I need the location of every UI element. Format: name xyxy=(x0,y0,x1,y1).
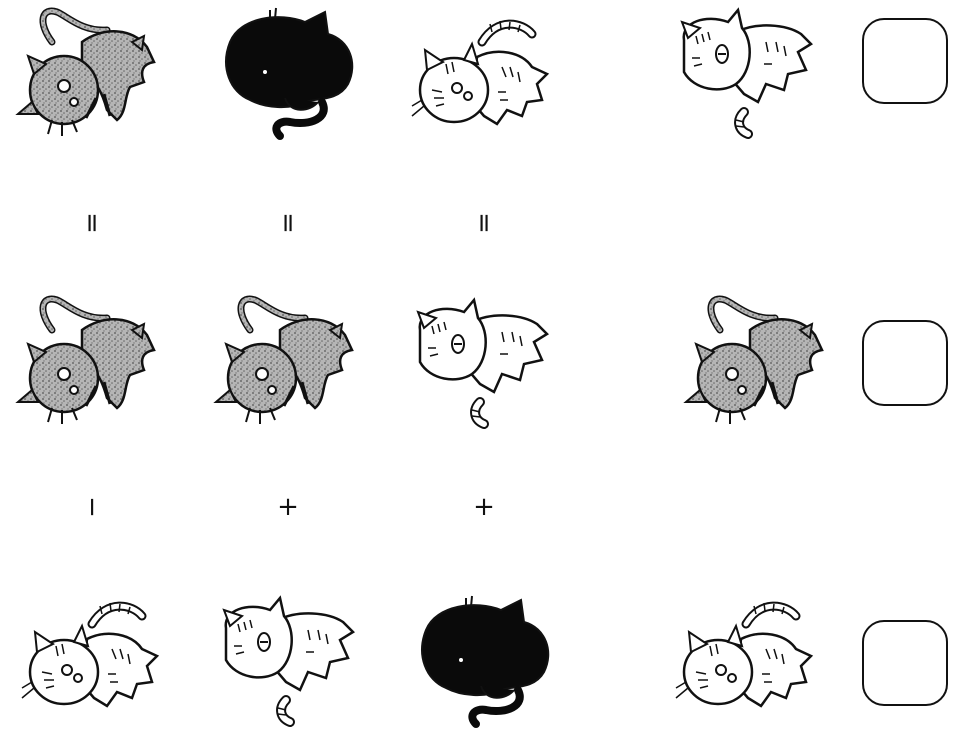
white-smiling-cat-icon xyxy=(208,590,358,730)
row2-result-cat xyxy=(680,290,830,430)
white-striped-cat-icon xyxy=(402,12,552,152)
operator-equals-col2: = xyxy=(273,193,303,253)
gray-spotted-cat-icon xyxy=(12,290,162,430)
row3-answer-box[interactable] xyxy=(862,620,948,706)
row2-cat2 xyxy=(210,290,360,430)
white-smiling-cat-icon xyxy=(666,2,816,142)
row3-result-cat xyxy=(666,594,816,734)
row1-cat3 xyxy=(402,12,552,152)
operator-plus-col2: + xyxy=(258,492,318,522)
operator-plus-col3: + xyxy=(454,492,514,522)
row1-answer-box[interactable] xyxy=(862,18,948,104)
row3-cat2 xyxy=(208,590,358,730)
black-cat-icon xyxy=(210,2,360,142)
row3-cat1 xyxy=(12,594,162,734)
black-cat-icon xyxy=(406,590,556,730)
operator-equals-col3: = xyxy=(469,193,499,253)
gray-spotted-cat-icon xyxy=(210,290,360,430)
white-striped-cat-icon xyxy=(666,594,816,734)
gray-spotted-cat-icon xyxy=(680,290,830,430)
row3-cat3 xyxy=(406,590,556,730)
operator-minus-col1: − xyxy=(77,477,107,537)
white-smiling-cat-icon xyxy=(402,292,552,432)
white-striped-cat-icon xyxy=(12,594,162,734)
row1-cat2 xyxy=(210,2,360,142)
operator-equals-col1: = xyxy=(77,193,107,253)
row2-cat3 xyxy=(402,292,552,432)
row2-answer-box[interactable] xyxy=(862,320,948,406)
row1-result-cat xyxy=(666,2,816,142)
gray-spotted-cat-icon xyxy=(12,2,162,142)
row2-cat1 xyxy=(12,290,162,430)
row1-cat1 xyxy=(12,2,162,142)
